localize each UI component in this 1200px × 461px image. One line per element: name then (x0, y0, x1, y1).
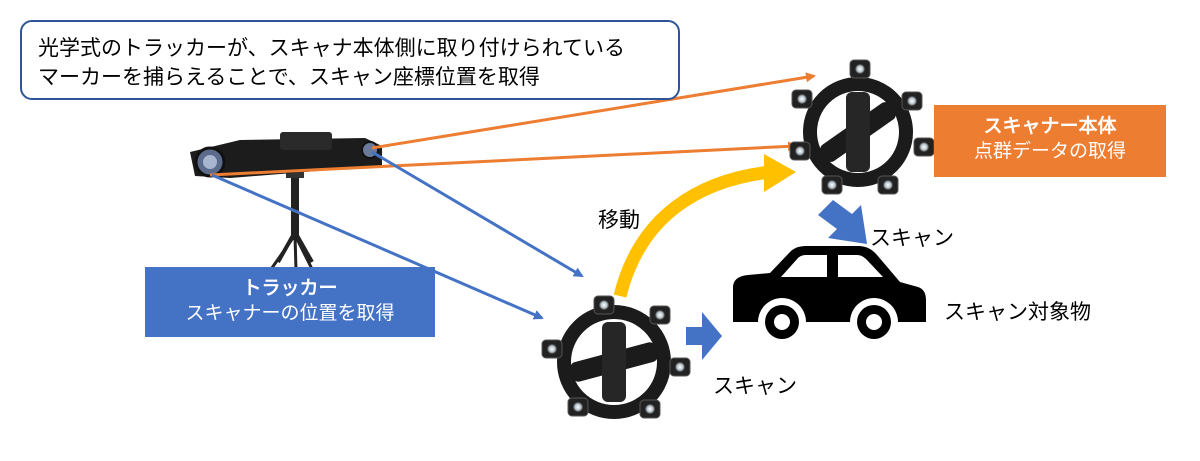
blue-arrow-bottom (211, 173, 544, 320)
scan-label-top: スキャン (870, 226, 954, 250)
scan-target-label: スキャン対象物 (944, 300, 1091, 324)
scan-arrow-bottom (686, 312, 722, 360)
scanner-title: スキャナー本体 (983, 115, 1117, 137)
callout-line-2: マーカーを捕らえることで、スキャン座標位置を取得 (38, 65, 540, 89)
tracker-device (190, 132, 382, 286)
orange-arrow-bottom (209, 141, 798, 177)
scan-arrow-top (818, 200, 867, 244)
explanation-callout: 光学式のトラッカーが、スキャナ本体側に取り付けられている マーカーを捕らえること… (20, 20, 680, 100)
move-arrow (613, 154, 796, 298)
orange-arrow-top (371, 72, 816, 150)
callout-line-1: 光学式のトラッカーが、スキャナ本体側に取り付けられている (38, 36, 625, 60)
move-label: 移動 (598, 208, 640, 232)
scanner-subtitle: 点群データの取得 (973, 140, 1126, 162)
tracker-subtitle: スキャナーの位置を取得 (185, 302, 395, 324)
scan-label-bottom: スキャン (713, 374, 797, 398)
blue-arrow-top (371, 150, 584, 278)
car-icon (733, 246, 926, 346)
tracker-title: トラッカー (242, 277, 338, 299)
scanner-label-box: スキャナー本体 点群データの取得 (934, 105, 1166, 177)
tracker-label-box: トラッカー スキャナーの位置を取得 (145, 267, 435, 337)
scanner-bottom (541, 295, 691, 419)
scanner-top (789, 59, 935, 195)
